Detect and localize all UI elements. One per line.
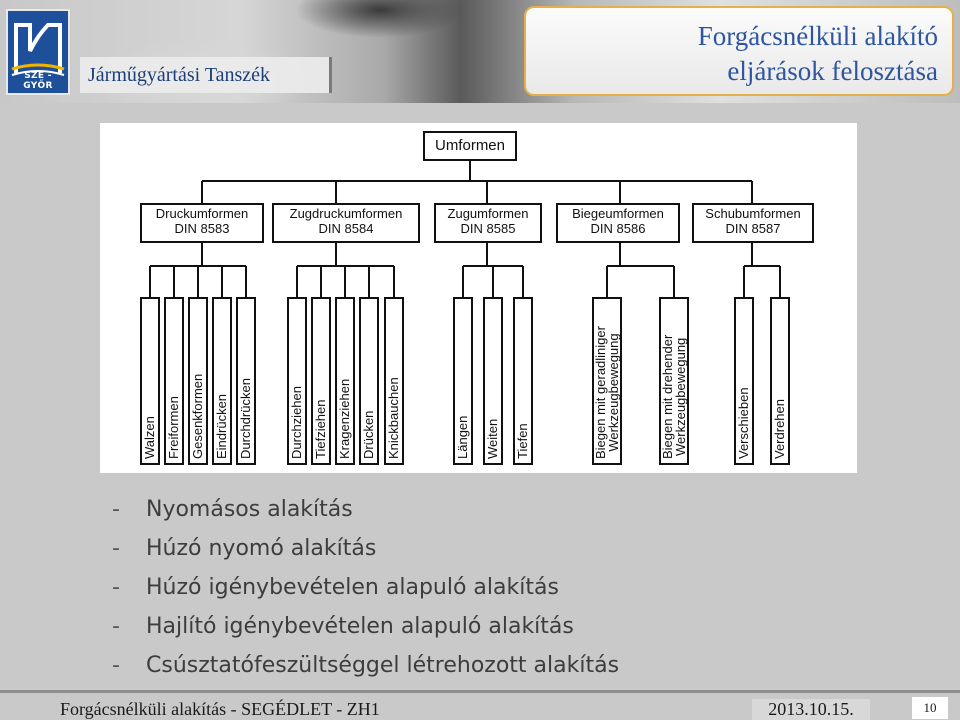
university-logo: SZE - GYŐR [6, 9, 70, 95]
leaf-box: Verdrehen [770, 297, 790, 465]
leaf-label: Längen [455, 415, 470, 459]
bullet-text: Nyomásos alakítás [146, 497, 353, 522]
leaf-label: Durchdrücken [238, 378, 253, 459]
leaf-label-line: Werkzeugbewegung [673, 337, 688, 456]
group-din: DIN 8585 [460, 221, 516, 236]
leaf-box: Längen [453, 297, 473, 465]
footer-date: 2013.10.15. [752, 699, 870, 720]
footer-title: Forgácsnélküli alakítás - SEGÉDLET - ZH1 [60, 699, 380, 719]
bullet-text: Hajlító igénybevételen alapuló alakítás [146, 614, 574, 639]
leaf-label: Durchziehen [289, 386, 304, 459]
leaf-box: Walzen [140, 297, 160, 465]
group-box-druckumformen: Druckumformen DIN 8583 [140, 203, 264, 243]
bullet-item: - Hajlító igénybevételen alapuló alakítás [112, 607, 619, 646]
group-din: DIN 8586 [590, 221, 646, 236]
footer: Forgácsnélküli alakítás - SEGÉDLET - ZH1… [0, 693, 960, 720]
diagram-connectors [149, 159, 781, 297]
group-din: DIN 8587 [725, 221, 781, 236]
leaf-label: Verdrehen [772, 399, 787, 459]
slide-title-line-2: eljárások felosztása [727, 56, 938, 86]
leaf-box: Eindrücken [212, 297, 232, 465]
bullet-item: - Nyomásos alakítás [112, 490, 619, 529]
leaf-box: Tiefen [513, 297, 533, 465]
leaf-label: Walzen [142, 416, 157, 459]
bullet-dash: - [112, 575, 120, 600]
leaf-label: Verschieben [736, 387, 751, 459]
bullet-item: - Húzó nyomó alakítás [112, 529, 619, 568]
footer-divider [0, 690, 960, 693]
leaf-box: Freiformen [164, 297, 184, 465]
leaf-label: Eindrücken [214, 393, 229, 459]
slide-title-line-1: Forgácsnélküli alakító [697, 21, 938, 51]
bullet-dash: - [112, 536, 120, 561]
group-name: Druckumformen [155, 206, 249, 221]
slide-title-box: Forgácsnélküli alakító eljárások feloszt… [524, 6, 954, 96]
group-name: Zugumformen [447, 206, 529, 221]
leaf-box: Drücken [359, 297, 379, 465]
page-number: 10 [912, 697, 948, 719]
forming-classification-diagram: Umformen Druckumformen DIN 8583 Zugdruck… [100, 123, 857, 473]
bullet-list: -Nyomásos alakítás -Húzó nyomó alakítás … [112, 490, 619, 685]
group-name: Biegeumformen [572, 206, 664, 221]
leaf-label: Knickbauchen [386, 377, 401, 459]
leaf-label: Tiefen [515, 423, 530, 459]
leaf-label-line: Werkzeugbewegung [606, 333, 621, 452]
leaf-label: Drücken [361, 410, 376, 459]
leaf-label: Tiefziehen [313, 399, 328, 460]
group-name: Zugdruckumformen [289, 206, 403, 221]
header-band: SZE - GYŐR Járműgyártási Tanszék Forgács… [0, 0, 960, 103]
bullet-text: Húzó igénybevételen alapuló alakítás [146, 575, 559, 600]
leaf-box: Durchdrücken [236, 297, 256, 465]
leaf-box: Kragenziehen [335, 297, 355, 465]
logo-text: SZE - GYŐR [23, 71, 53, 91]
leaf-label: Gesenkformen [190, 373, 205, 459]
leaf-box: Weiten [483, 297, 503, 465]
group-name: Schubumformen [705, 206, 801, 221]
bullet-text: Húzó nyomó alakítás [146, 536, 377, 561]
group-box-schubumformen: Schubumformen DIN 8587 [692, 203, 814, 243]
bullet-item: - Húzó igénybevételen alapuló alakítás [112, 568, 619, 607]
group-din: DIN 8583 [174, 221, 230, 236]
leaf-box: Knickbauchen [384, 297, 404, 465]
group-box-zugdruckumformen: Zugdruckumformen DIN 8584 [272, 203, 420, 243]
leaf-label: Weiten [485, 418, 500, 459]
bullet-dash: - [112, 497, 120, 522]
bullet-dash: - [112, 614, 120, 639]
group-box-biegeumformen: Biegeumformen DIN 8586 [556, 203, 680, 243]
diagram-root-box: Umformen [423, 131, 517, 161]
bullet-text: Csúsztatófeszültséggel létrehozott alakí… [146, 653, 620, 678]
leaf-box: Gesenkformen [188, 297, 208, 465]
group-din: DIN 8584 [318, 221, 374, 236]
group-box-zugumformen: Zugumformen DIN 8585 [434, 203, 542, 243]
bullet-dash: - [112, 653, 120, 678]
department-name: Járműgyártási Tanszék [80, 57, 332, 93]
leaf-box: Verschieben [734, 297, 754, 465]
leaf-box: Durchziehen [287, 297, 307, 465]
leaf-label: Kragenziehen [337, 378, 352, 459]
bullet-item: - Csúsztatófeszültséggel létrehozott alak… [112, 646, 619, 685]
leaf-box: Tiefziehen [311, 297, 331, 465]
leaf-label: Freiformen [166, 396, 181, 459]
